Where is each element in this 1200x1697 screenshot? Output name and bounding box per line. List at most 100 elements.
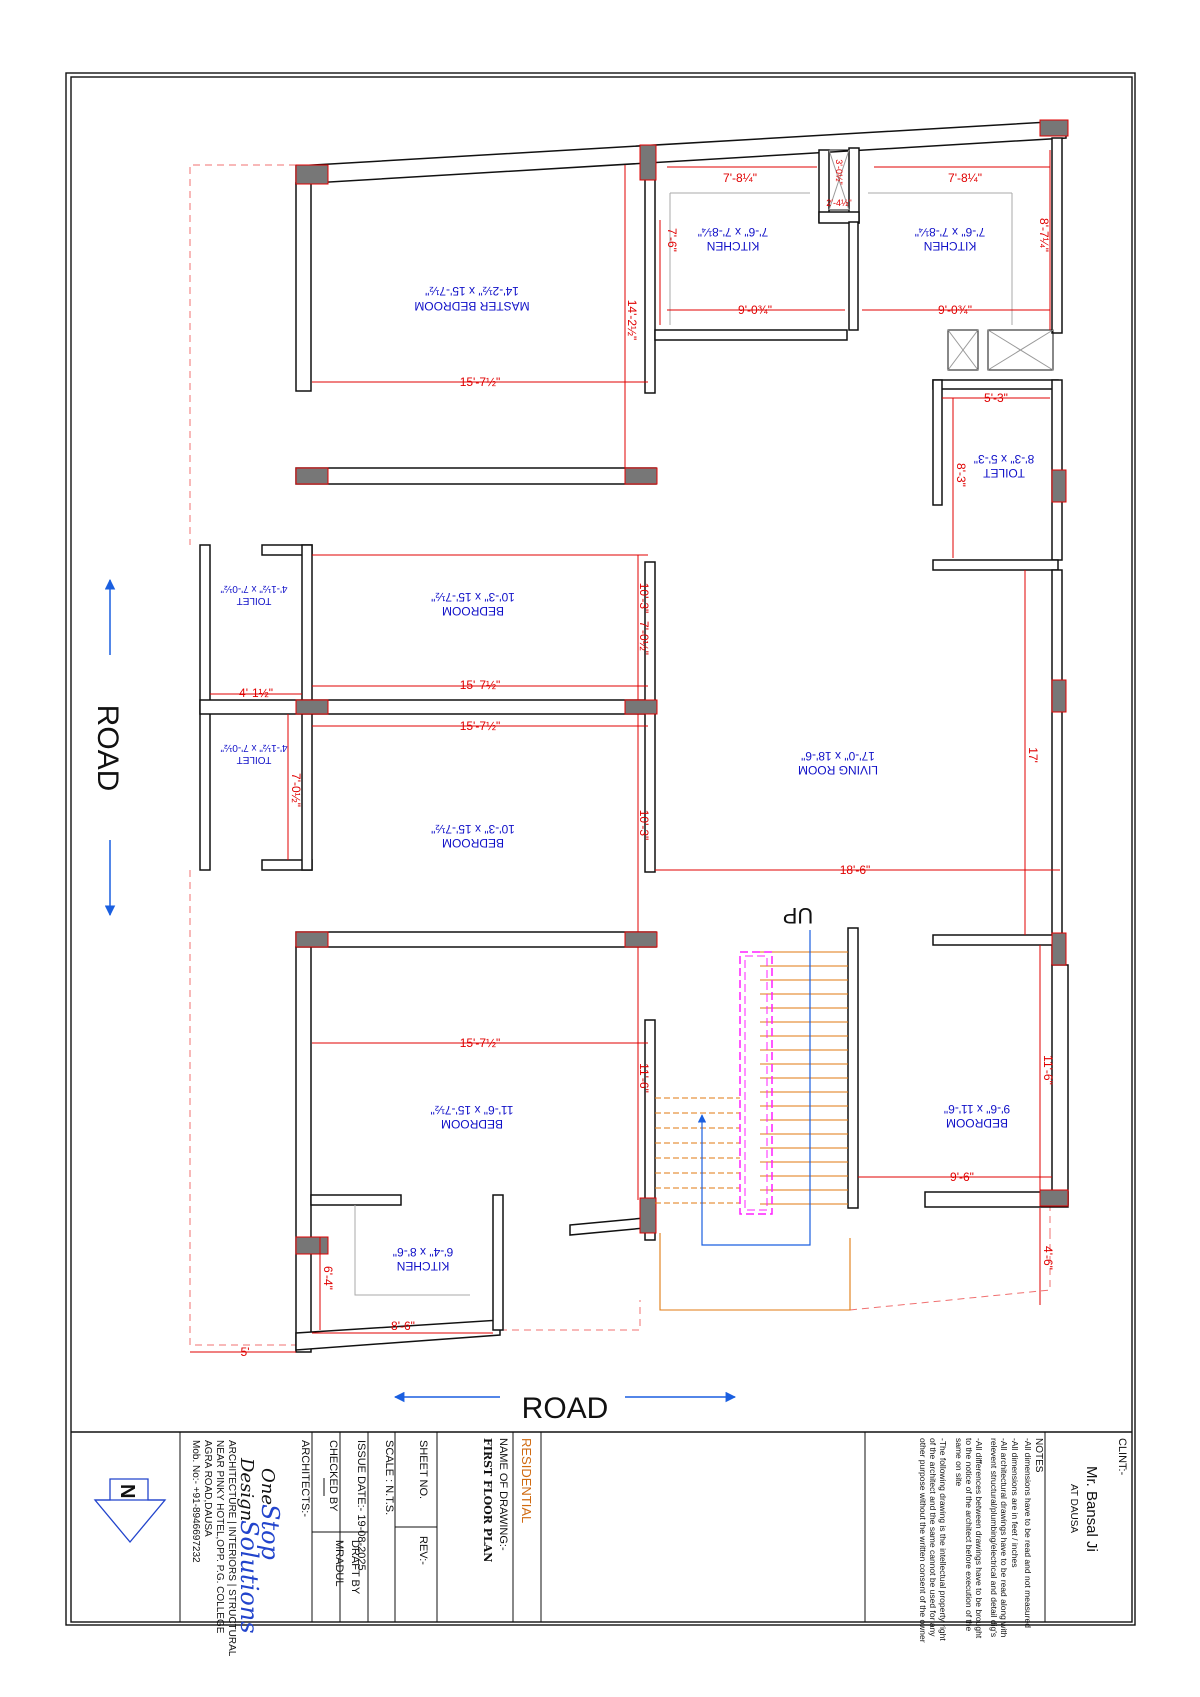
room-bedroom-d: BEDROOM 9'-6" x 11'-6" (944, 1102, 1010, 1130)
dim-t-width: 5'-3" (984, 391, 1008, 405)
wall-kitchen-bottom-a (654, 329, 848, 341)
wall-entry-ledge (569, 1217, 646, 1236)
svg-text:TOILET: TOILET (982, 466, 1024, 480)
note-line-8: -The following drawing is the intellectu… (938, 1438, 948, 1641)
dim-k-len-a: 9'-0¾" (738, 303, 772, 317)
notes-title: NOTES (1033, 1438, 1044, 1473)
svg-text:4'-1½" x 7'-0½": 4'-1½" x 7'-0½" (220, 742, 288, 753)
note-line-1: -All dimensions have to be read and not … (1023, 1438, 1033, 1628)
road-label-bottom: ROAD (522, 1392, 609, 1425)
dim-lr-width: 18'-6" (840, 863, 871, 877)
stair-direction-line (697, 930, 811, 1246)
dim-shaft-h: 3'-0½" (834, 159, 844, 184)
svg-text:TOILET: TOILET (237, 754, 272, 765)
svg-text:One: One (257, 1468, 278, 1505)
wall-kitchen-c-counter (310, 1194, 402, 1206)
wall-kitchen-mid-a (818, 149, 830, 223)
room-labels: MASTER BEDROOM 14'-2½" x 15'-7½" KITCHEN… (220, 225, 1034, 1273)
note-line-3: -All architectural drawings have to be r… (999, 1438, 1009, 1638)
svg-text:9'-6" x 11'-6": 9'-6" x 11'-6" (944, 1102, 1010, 1116)
wall-kitchen-right (1051, 137, 1063, 334)
architects-label: ARCHITECTS:- (299, 1440, 311, 1517)
dimension-lines (190, 150, 1060, 1353)
wall-stair-right (847, 927, 859, 1209)
wall-east-lower (1051, 964, 1069, 1206)
dim-tc-depth: 7'-0½" (289, 773, 303, 807)
drawing-name-label: NAME OF DRAWING:- (497, 1438, 509, 1551)
stair-handrail (739, 951, 773, 1215)
dim-shaft-w: 2'-4½" (826, 198, 851, 208)
stair-up-label: UP (783, 903, 814, 928)
scale: SCALE : N.T.S. (383, 1440, 395, 1515)
wall-toilet-top (932, 379, 1059, 390)
dim-k-width-a: 7'-8¼" (723, 171, 757, 185)
wall-bedroom-c-left (295, 946, 312, 1353)
room-bedroom-c: BEDROOM 11'-6" x 15'-7½" (431, 1103, 514, 1131)
dim-k-width-b: 7'-8¼" (948, 171, 982, 185)
svg-text:LIVING ROOM: LIVING ROOM (798, 763, 878, 777)
dim-k-depth-a: 7'-6" (665, 228, 679, 252)
svg-text:BEDROOM: BEDROOM (946, 1116, 1008, 1130)
shafts (354, 149, 1054, 1296)
svg-text:MASTER BEDROOM: MASTER BEDROOM (414, 299, 529, 313)
svg-text:14'-2½" x 15'-7½": 14'-2½" x 15'-7½" (425, 284, 519, 298)
svg-text:8'-3" x 5'-3": 8'-3" x 5'-3" (974, 452, 1034, 466)
svg-text:7'-6" x 7'-8¼": 7'-6" x 7'-8¼" (698, 225, 768, 239)
wall-mb-bottom (295, 467, 657, 485)
dim-br-depth-a: 10'-3" (637, 583, 651, 614)
svg-text:4'-1½" x 7'-0½": 4'-1½" x 7'-0½" (220, 583, 288, 594)
wall-stair-left (644, 1019, 656, 1241)
note-line-7: same on site (954, 1438, 964, 1486)
svg-text:Design: Design (236, 1457, 257, 1521)
room-toilet-a: TOILET 8'-3" x 5'-3" (974, 452, 1034, 480)
room-bedroom-b: BEDROOM 10'-3" x 15'-7½" (431, 822, 515, 850)
wall-corridor-a (644, 561, 656, 873)
client-place: AT DAUSA (1068, 1484, 1079, 1533)
title-block-texts: CLINT:- Mr. Bansal Ji AT DAUSA NOTES -Al… (93, 1438, 1128, 1657)
wall-kitchen-c-bottom (295, 1319, 501, 1351)
firm-line-1: ARCHITECTURE | INTERIORS | STRUCTURAL (226, 1440, 237, 1657)
room-kitchen-b: KITCHEN 7'-6" x 7'-8¼" (915, 225, 985, 253)
title-block (179, 1432, 1046, 1622)
issue-date: ISSUE DATE:- 19-08-2025 (355, 1440, 367, 1571)
wall-kitchen-c-right (492, 1194, 504, 1331)
wall-middle-horizontal (199, 699, 656, 715)
wall-toilet-bottom (932, 559, 1059, 571)
dim-mb-width: 15'-7½" (460, 375, 501, 389)
stair-landing (659, 1233, 851, 1311)
svg-text:BEDROOM: BEDROOM (442, 836, 504, 850)
note-line-5: -All differences between drawings have t… (974, 1438, 984, 1639)
svg-text:KITCHEN: KITCHEN (707, 239, 760, 253)
road-label-left: ROAD (91, 705, 124, 792)
rev-label: REV:- (417, 1536, 429, 1565)
note-line-6: to the notice of the architect before ex… (964, 1438, 974, 1632)
wall-bedroom-d-top (932, 934, 1059, 946)
sheet-no-label: SHEET NO. (417, 1440, 429, 1499)
room-kitchen-a: KITCHEN 7'-6" x 7'-8¼" (698, 225, 768, 253)
dim-k-len-b: 9'-0¾" (938, 303, 972, 317)
dim-t-depth: 8'-3" (954, 463, 968, 487)
staircase (655, 930, 851, 1311)
dim-br-width-c: 15'-7½" (460, 1036, 501, 1050)
room-kitchen-c: KITCHEN 6'-4" x 8'-6" (393, 1245, 453, 1273)
svg-text:KITCHEN: KITCHEN (924, 239, 977, 253)
svg-text:10'-3" x 15'-7½": 10'-3" x 15'-7½" (431, 590, 515, 604)
checked-by: CHECKED BY (327, 1440, 339, 1512)
svg-text:Stop: Stop (256, 1504, 284, 1560)
svg-text:17'-0" x 18'-6": 17'-0" x 18'-6" (801, 749, 875, 763)
svg-text:11'-6" x 15'-7½": 11'-6" x 15'-7½" (431, 1103, 514, 1117)
dim-tb-width: 4'-1½" (239, 686, 273, 700)
columns (295, 119, 1069, 1255)
wall-mb-right (644, 147, 656, 394)
dim-br-width-a: 15'-7½" (460, 678, 501, 692)
firm-line-4: Mob. No:- +91-8946697232 (190, 1440, 201, 1563)
svg-text:10'-3" x 15'-7½": 10'-3" x 15'-7½" (431, 822, 515, 836)
dim-bd-depth: 11'-6" (1041, 1055, 1055, 1085)
dim-br-depth-b: 10'-3" (637, 810, 651, 841)
note-line-9: of the architect and the same cannot be … (928, 1438, 938, 1637)
wall-east (1051, 569, 1063, 966)
wall-kitchen-spine (848, 221, 859, 331)
firm-line-3: AGRA ROAD,DAUSA (202, 1440, 213, 1537)
svg-text:Solutions: Solutions (235, 1520, 263, 1634)
svg-text:TOILET: TOILET (237, 595, 272, 606)
